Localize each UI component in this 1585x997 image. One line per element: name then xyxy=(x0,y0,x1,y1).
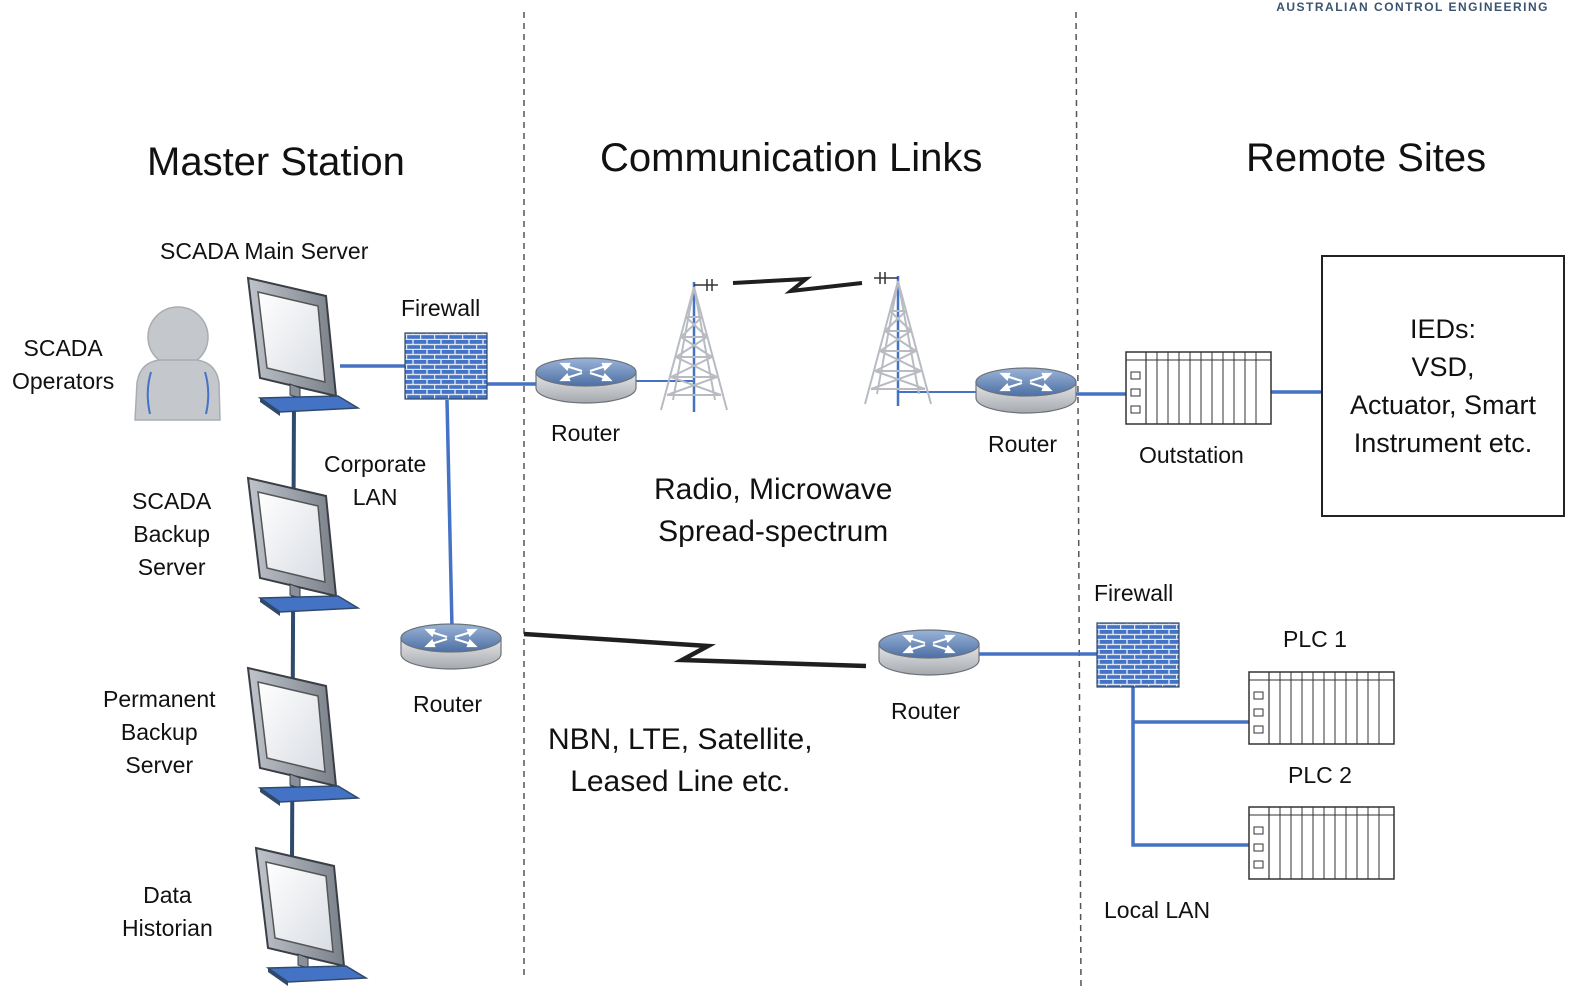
master-router-top-icon xyxy=(534,356,638,405)
label-router-master-top: Router xyxy=(551,420,621,446)
section-title-remote: Remote Sites xyxy=(1246,136,1487,180)
ieds-line: IEDs: xyxy=(1409,314,1476,344)
plc1-rack-icon xyxy=(1248,671,1395,745)
ieds-line: VSD, xyxy=(1411,352,1475,382)
radio-tower-left-icon xyxy=(659,280,729,414)
main-server-monitor-icon xyxy=(247,277,359,417)
remote-firewall-icon xyxy=(1096,622,1180,688)
label-firewall-master: Firewall xyxy=(401,295,481,321)
label-router-master-bottom: Router xyxy=(413,691,483,717)
ieds-box: IEDs: VSD, Actuator, Smart Instrument et… xyxy=(1321,255,1565,517)
label-wired-links: NBN, LTE, Satellite,Leased Line etc. xyxy=(548,723,813,798)
plc2-rack-icon xyxy=(1248,806,1395,880)
master-router-bottom-icon xyxy=(399,622,503,671)
local-lan xyxy=(1131,686,1250,847)
label-main-server: SCADA Main Server xyxy=(160,238,369,264)
label-router-remote-top: Router xyxy=(988,431,1058,457)
label-outstation: Outstation xyxy=(1139,442,1244,468)
antenna-right-icon xyxy=(874,272,898,284)
wan-link-bolt xyxy=(523,631,867,669)
permanent-backup-monitor-icon xyxy=(247,667,359,807)
label-plc2: PLC 2 xyxy=(1288,762,1352,788)
section-title-comms: Communication Links xyxy=(600,136,983,180)
label-plc1: PLC 1 xyxy=(1283,626,1347,652)
label-router-remote-bottom: Router xyxy=(891,698,961,724)
historian-monitor-icon xyxy=(255,847,367,987)
antenna-left-icon xyxy=(694,279,718,291)
ieds-line: Actuator, Smart xyxy=(1349,390,1537,420)
radio-link-bolt xyxy=(732,276,863,294)
master-firewall-icon xyxy=(404,332,488,400)
link-firewall-corporate-router xyxy=(445,399,454,629)
remote-router-bottom-icon xyxy=(877,628,981,677)
label-firewall-remote: Firewall xyxy=(1094,580,1174,606)
label-local-lan: Local LAN xyxy=(1104,897,1211,923)
brand-logo-text: AUSTRALIAN CONTROL ENGINEERING xyxy=(1276,0,1549,14)
ieds-line: Instrument etc. xyxy=(1353,428,1533,458)
section-title-master: Master Station xyxy=(147,140,405,184)
remote-router-top-icon xyxy=(974,366,1078,415)
outstation-rack-icon xyxy=(1125,351,1272,425)
radio-tower-right-icon xyxy=(863,274,933,408)
operator-person-icon xyxy=(134,306,221,421)
divider-comms-remote xyxy=(1075,11,1082,991)
